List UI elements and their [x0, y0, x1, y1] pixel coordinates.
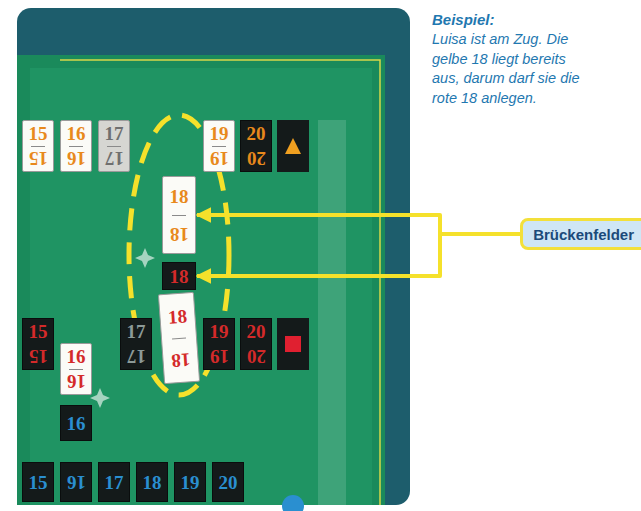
board-field: 18: [136, 462, 168, 502]
tile-number: 20: [247, 347, 266, 366]
circle-symbol: [282, 495, 304, 511]
callout-label: Brückenfelder: [533, 226, 634, 243]
tile-number: 18: [170, 187, 189, 206]
tile-number: 15: [29, 149, 48, 168]
leader-arrow: [197, 234, 520, 276]
number-tile: 1616: [60, 120, 92, 172]
example-text: Luisa ist am Zug. Die gelbe 18 liegt ber…: [432, 30, 597, 108]
tile-number: 18: [170, 225, 189, 244]
play-area: [17, 55, 385, 505]
tile-number: 16: [67, 124, 86, 143]
callout-box: Brückenfelder: [520, 218, 641, 250]
board-field: 20: [212, 462, 244, 502]
tile-number: 18: [170, 350, 190, 370]
triangle-symbol: [285, 138, 301, 154]
tile-number: 18: [170, 267, 189, 286]
board-field: 2020: [240, 318, 272, 370]
board-field: 1919: [203, 318, 235, 370]
end-field: [277, 120, 309, 172]
sparkle: [90, 388, 110, 408]
light-strip: [318, 120, 346, 505]
tile-number: 16: [67, 414, 86, 433]
board-field: 16: [60, 405, 92, 441]
tile-number: 19: [210, 322, 229, 341]
tile-number: 17: [105, 473, 124, 492]
tile-number: 15: [29, 322, 48, 341]
board-field: 1717: [120, 318, 152, 370]
end-field: [277, 318, 309, 370]
tile-number: 20: [247, 322, 266, 341]
tile-number: 19: [210, 347, 229, 366]
number-tile: 1717: [98, 120, 130, 172]
board-field: 18: [162, 262, 196, 290]
number-tile: 1818: [158, 292, 200, 384]
board-line: [60, 60, 380, 505]
tile-number: 19: [210, 124, 229, 143]
board-field: 1515: [22, 318, 54, 370]
number-tile: 1515: [22, 120, 54, 172]
tile-number: 16: [67, 473, 86, 492]
board-frame: [17, 8, 410, 505]
board-field: 15: [22, 462, 54, 502]
board-field: 17: [98, 462, 130, 502]
play-area-inner: [30, 68, 372, 505]
tile-number: 15: [29, 124, 48, 143]
tile-number: 20: [219, 473, 238, 492]
tile-number: 17: [105, 124, 124, 143]
tile-number: 17: [105, 149, 124, 168]
tile-number: 17: [127, 322, 146, 341]
square-symbol: [285, 336, 301, 352]
sparkle: [135, 248, 155, 268]
tile-number: 17: [127, 347, 146, 366]
number-tile: 1919: [203, 120, 235, 172]
tile-number: 19: [181, 473, 200, 492]
tile-number: 16: [67, 372, 86, 391]
number-tile: 1818: [162, 176, 196, 254]
board-field: 16: [60, 462, 92, 502]
example-heading: Beispiel:: [432, 10, 597, 30]
number-tile: 1616: [60, 343, 92, 395]
tile-number: 16: [67, 149, 86, 168]
tile-number: 20: [247, 149, 266, 168]
leader-arrow: [197, 215, 520, 234]
tile-number: 15: [29, 347, 48, 366]
tile-number: 18: [143, 473, 162, 492]
board-field: 2020: [240, 120, 272, 172]
tile-number: 19: [210, 149, 229, 168]
board-field: 19: [174, 462, 206, 502]
tile-number: 16: [67, 347, 86, 366]
tile-number: 15: [29, 473, 48, 492]
tile-number: 20: [247, 124, 266, 143]
tile-number: 18: [167, 306, 187, 326]
